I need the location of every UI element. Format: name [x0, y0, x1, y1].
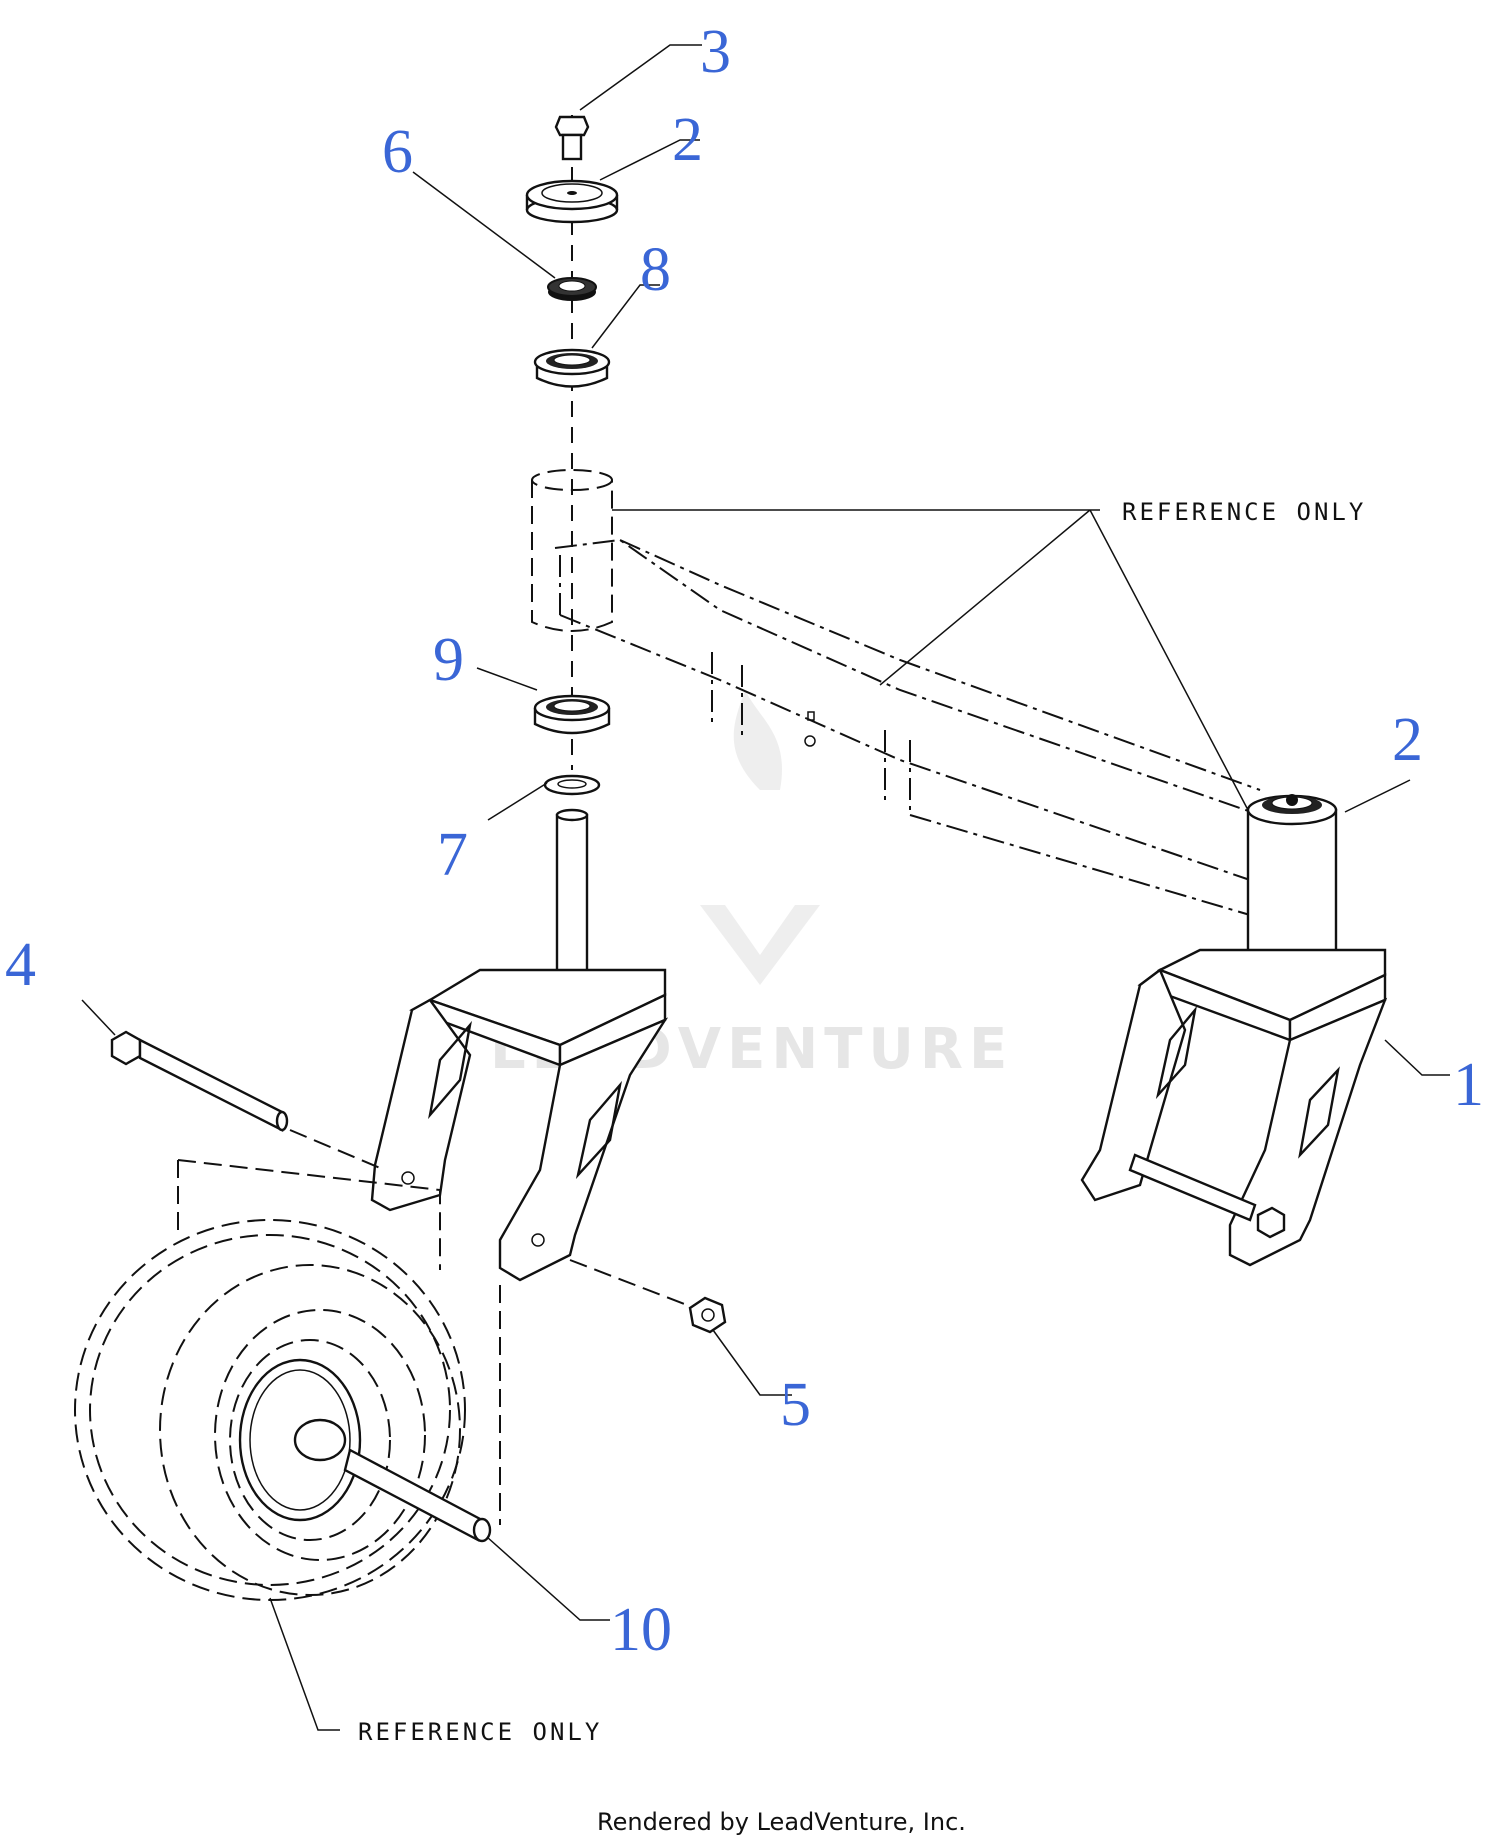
- dust-cap-part: [525, 179, 619, 224]
- right-pivot-housing: [1246, 794, 1338, 967]
- footer-credit: Rendered by LeadVenture, Inc.: [597, 1808, 966, 1836]
- seal-part: [547, 277, 597, 301]
- nut-part: [569, 1259, 727, 1334]
- callout-4: 4: [5, 931, 36, 999]
- bearing-bottom-part: [533, 694, 611, 735]
- callout-1: 1: [1453, 1051, 1484, 1119]
- left-caster-fork: [370, 808, 669, 1282]
- callout-8: 8: [640, 236, 671, 304]
- callout-10: 10: [610, 1596, 672, 1664]
- callout-9: 9: [433, 626, 464, 694]
- reference-label-wheel: REFERENCE ONLY: [358, 1718, 602, 1746]
- callout-7: 7: [437, 821, 468, 889]
- callout-5: 5: [780, 1371, 811, 1439]
- watermark-logo: [700, 690, 820, 985]
- axle-beam-reference: [554, 538, 1261, 916]
- pivot-tube-reference: [531, 469, 613, 632]
- bolt-part: [554, 115, 590, 161]
- washer-part: [543, 774, 601, 796]
- right-caster-fork: [1080, 948, 1388, 1267]
- callout-3: 3: [700, 18, 731, 86]
- reference-label-axle: REFERENCE ONLY: [1122, 498, 1366, 526]
- bearing-top-part: [533, 348, 611, 388]
- callout-2-right: 2: [1392, 706, 1423, 774]
- callout-2-top: 2: [672, 106, 703, 174]
- axle-sleeve-part: [343, 1448, 492, 1543]
- leader-lines: [81, 44, 1450, 1731]
- callout-6: 6: [382, 118, 413, 186]
- axle-bolt-path: [289, 1129, 381, 1169]
- axle-bolt-part: [110, 1030, 289, 1132]
- wheel-reference: [74, 1159, 501, 1601]
